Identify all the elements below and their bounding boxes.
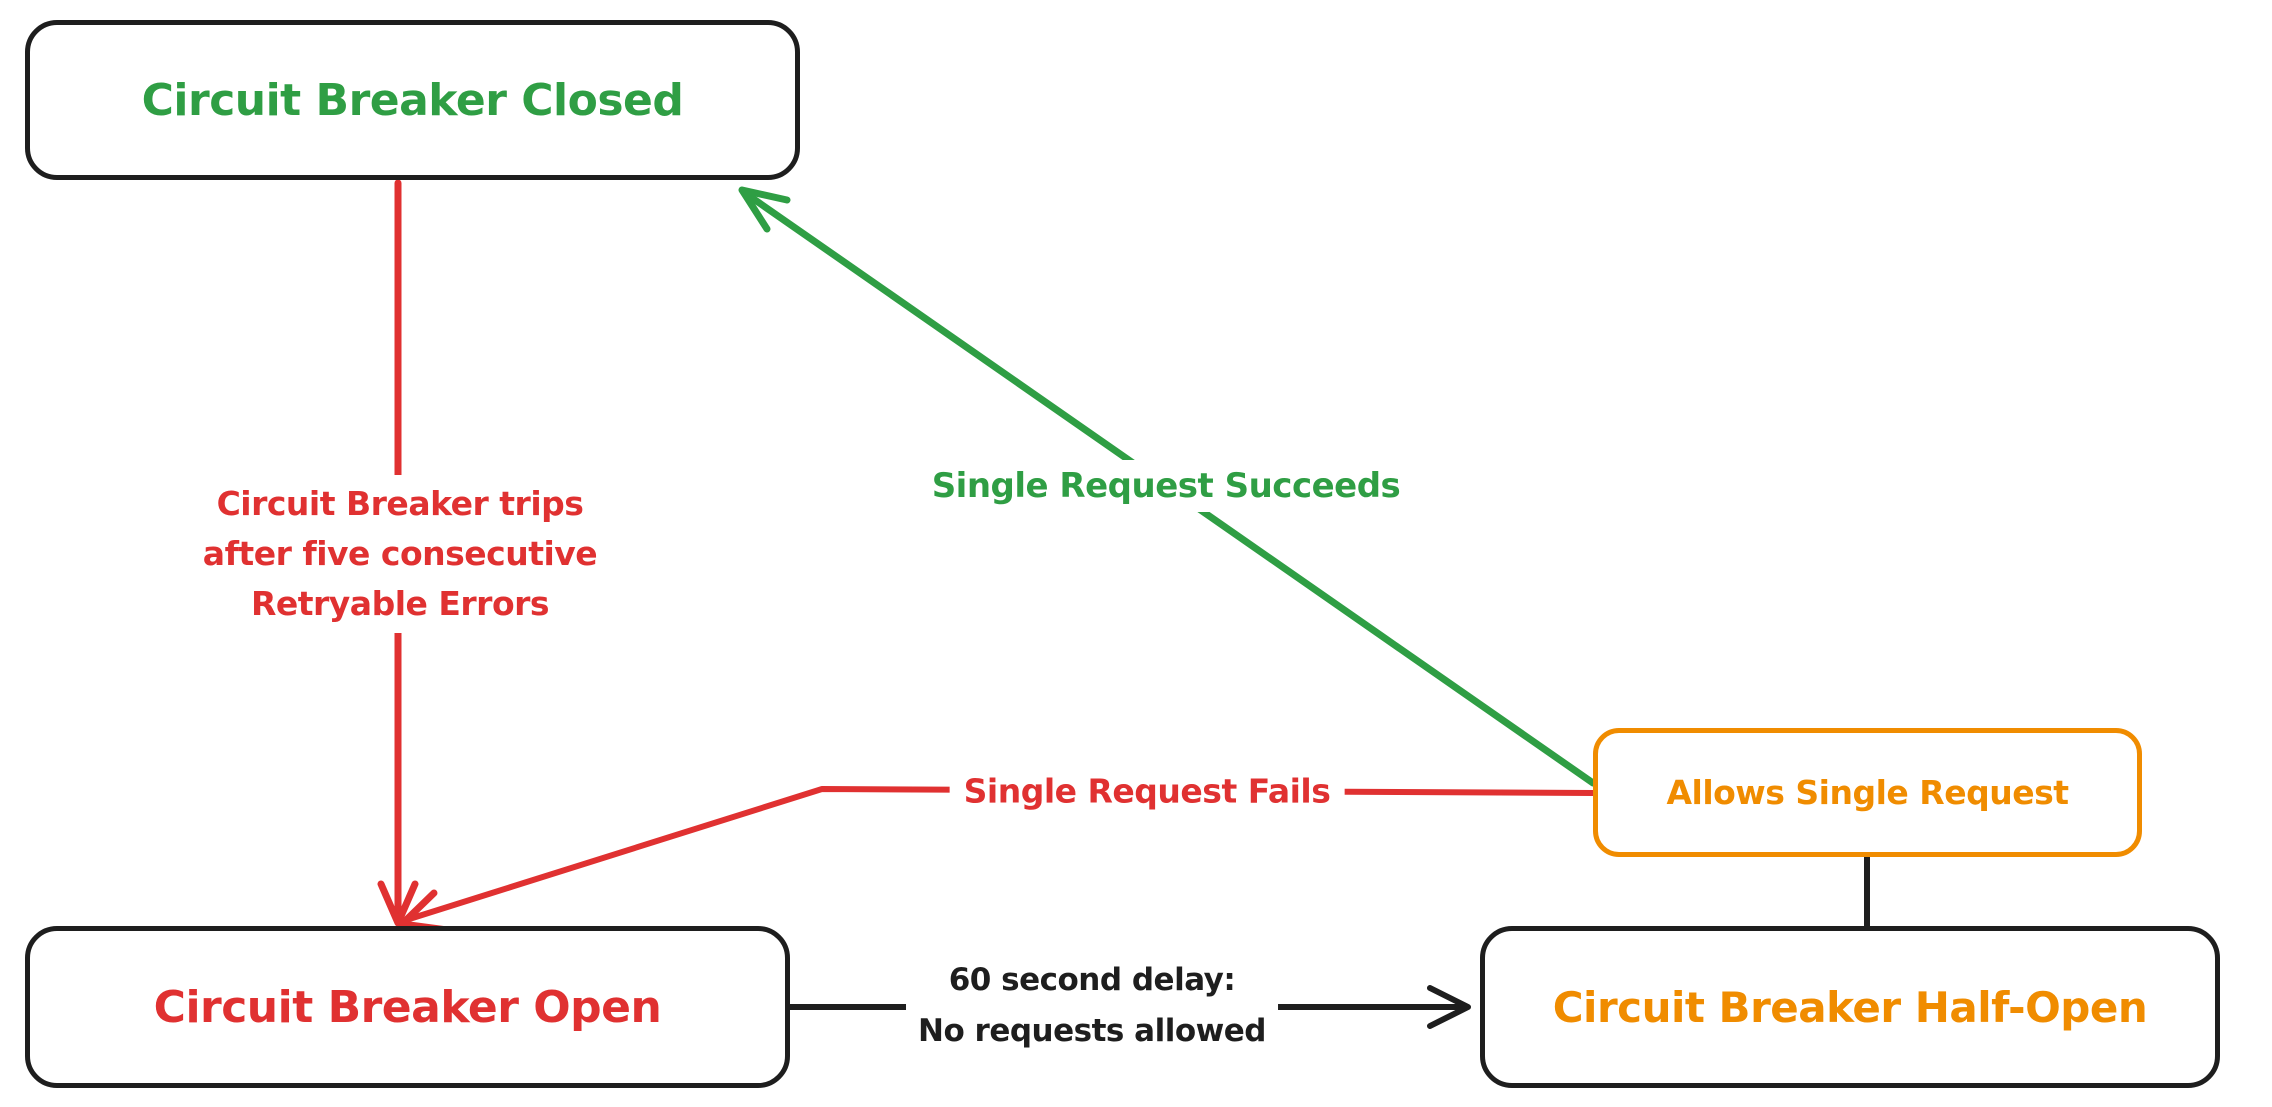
node-label-open: Circuit Breaker Open <box>153 981 662 1033</box>
edge-delay-label-line2: No requests allowed <box>918 1013 1266 1049</box>
node-label-half-open: Circuit Breaker Half-Open <box>1552 982 2148 1032</box>
edge-delay-label-line1: 60 second delay: <box>948 962 1236 998</box>
edge-trip-label: Circuit Breaker trips after five consecu… <box>182 475 618 633</box>
edge-trip-label-line2: after five consecutive <box>202 534 598 573</box>
edge-trip-label-line3: Retryable Errors <box>250 584 550 623</box>
edge-fail-label: Single Request Fails <box>949 765 1345 817</box>
node-label-allows-single-request: Allows Single Request <box>1666 773 2069 812</box>
edge-trip-label-line1: Circuit Breaker trips <box>216 484 584 523</box>
node-circuit-breaker-closed: Circuit Breaker Closed <box>25 20 800 180</box>
node-circuit-breaker-open: Circuit Breaker Open <box>25 926 790 1088</box>
edge-trip-arrowhead <box>377 880 419 927</box>
edge-success-arrowhead <box>738 186 791 233</box>
edge-delay-label: 60 second delay: No requests allowed <box>906 953 1278 1059</box>
node-label-closed: Circuit Breaker Closed <box>141 74 684 126</box>
edge-delay-arrowhead <box>1427 985 1471 1029</box>
node-circuit-breaker-half-open: Circuit Breaker Half-Open <box>1480 926 2220 1088</box>
node-allows-single-request: Allows Single Request <box>1593 728 2142 857</box>
edge-success-label: Single Request Succeeds <box>913 460 1419 512</box>
